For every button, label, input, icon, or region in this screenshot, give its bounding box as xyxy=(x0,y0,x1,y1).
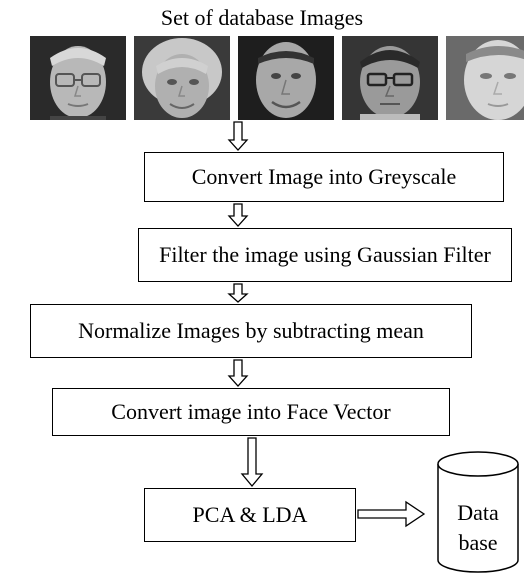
step-greyscale-box: Convert Image into Greyscale xyxy=(144,152,504,202)
diagram-title: Set of database Images xyxy=(160,5,364,30)
down-arrow-1 xyxy=(227,121,249,151)
step-normalize-label: Normalize Images by subtracting mean xyxy=(78,318,424,343)
down-arrow-3 xyxy=(227,283,249,303)
database-label: Data base xyxy=(438,498,518,558)
face-photo-3 xyxy=(238,36,334,120)
face-photo-2 xyxy=(134,36,230,120)
step-face-vector-label: Convert image into Face Vector xyxy=(111,399,391,424)
down-arrow-4 xyxy=(227,359,249,387)
face-image-strip xyxy=(30,36,524,120)
face-photo-5 xyxy=(446,36,524,120)
database-label-line1: Data xyxy=(457,500,499,525)
face-photo-4 xyxy=(342,36,438,120)
step-pca-lda-label: PCA & LDA xyxy=(192,502,308,527)
right-arrow xyxy=(357,500,426,528)
step-greyscale-label: Convert Image into Greyscale xyxy=(191,164,457,189)
step-pca-lda-box: PCA & LDA xyxy=(144,488,356,542)
down-arrow-2 xyxy=(227,203,249,227)
step-normalize-box: Normalize Images by subtracting mean xyxy=(30,304,472,358)
step-gaussian-filter-label: Filter the image using Gaussian Filter xyxy=(159,242,491,267)
step-gaussian-filter-box: Filter the image using Gaussian Filter xyxy=(138,228,512,282)
database-label-line2: base xyxy=(458,530,498,555)
face-photo-1 xyxy=(30,36,126,120)
step-face-vector-box: Convert image into Face Vector xyxy=(52,388,450,436)
down-arrow-5 xyxy=(240,437,264,488)
